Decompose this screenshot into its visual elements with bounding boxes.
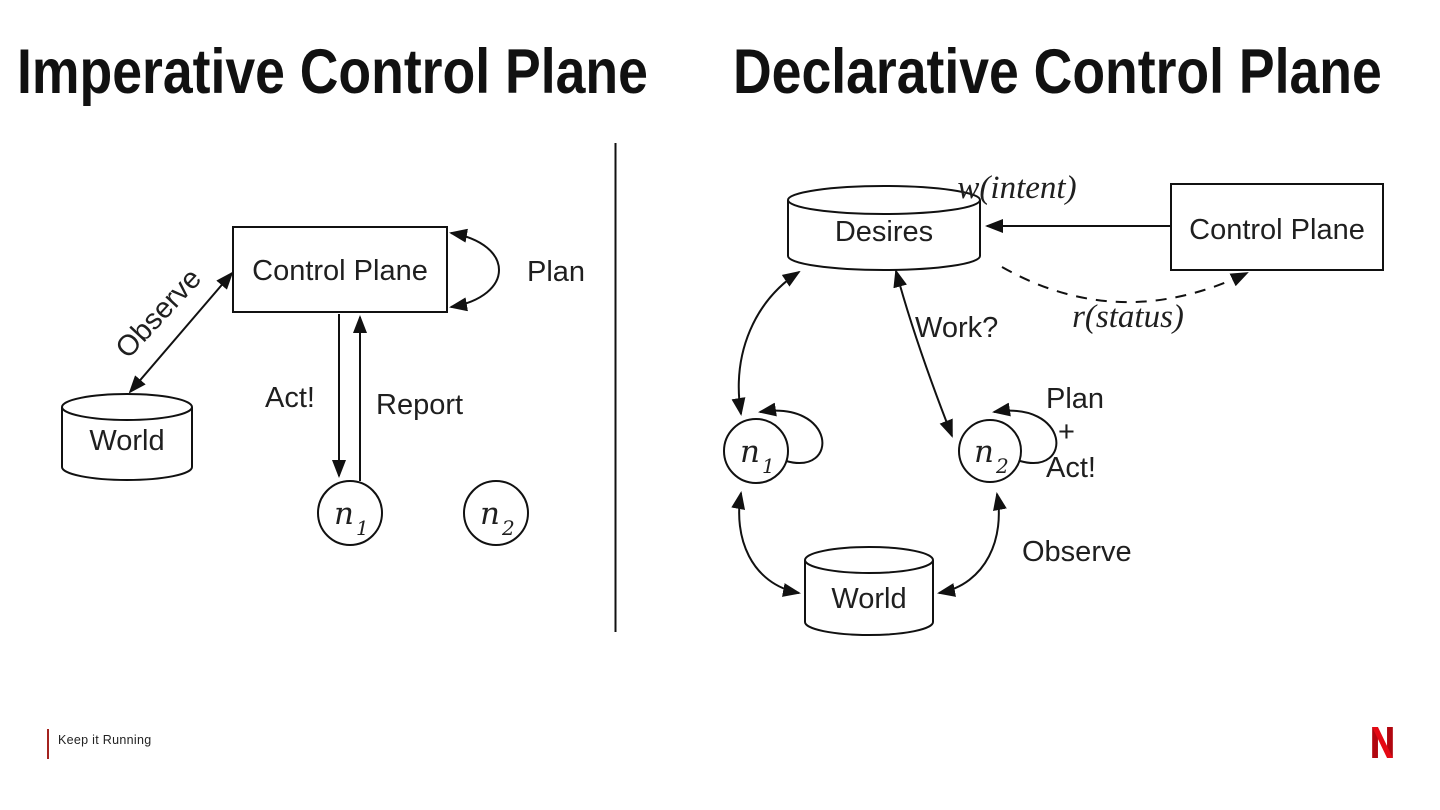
footer-tagline: Keep it Running	[58, 733, 152, 747]
loop-act-label: Act!	[1046, 452, 1096, 484]
node-n2-subscript: 2	[501, 516, 515, 540]
world-cylinder: World	[61, 393, 193, 481]
node-n2-label: n	[480, 496, 500, 532]
right-panel-title: Declarative Control Plane	[733, 37, 1382, 107]
node-n1-label: n	[334, 496, 354, 532]
control-plane-label-right: Control Plane	[1189, 214, 1365, 246]
plan-edge-label: Plan	[527, 256, 585, 288]
world-n1-bidirectional-arrow	[731, 491, 801, 597]
node-n2-right-label: n	[974, 434, 994, 470]
act-edge-label: Act!	[265, 382, 315, 414]
n2-self-loop-arrow	[992, 402, 1058, 464]
declarative-diagram: Work? Observe Desires Control Plane w(in…	[723, 170, 1384, 636]
desires-label: Desires	[835, 216, 933, 248]
desires-cylinder: Desires	[787, 185, 981, 271]
observe-edge-label: Observe	[110, 263, 208, 365]
desires-n1-bidirectional-arrow	[731, 270, 801, 416]
netflix-n-logo-icon	[1372, 727, 1393, 758]
report-edge-label: Report	[376, 389, 463, 421]
n1-self-loop-arrow	[758, 402, 824, 464]
control-plane-label: Control Plane	[252, 255, 428, 287]
node-n2-right-subscript: 2	[995, 454, 1009, 478]
node-n1-right-label: n	[740, 434, 760, 470]
observe-bidirectional-arrow	[128, 271, 234, 394]
world-label-right: World	[831, 583, 906, 615]
read-status-dashed-arrow	[1001, 266, 1249, 304]
control-plane-box	[232, 226, 448, 313]
footer-accent-bar	[47, 729, 49, 759]
world-n2-bidirectional-arrow	[937, 492, 1007, 597]
node-n2: n 2	[463, 480, 529, 546]
left-panel-title: Imperative Control Plane	[17, 37, 648, 107]
world-cylinder-right: World	[804, 546, 934, 636]
node-n2-right: n 2	[958, 402, 1058, 483]
world-label: World	[89, 425, 164, 457]
desires-n2-work-arrow	[893, 269, 953, 438]
node-n1-subscript: 1	[356, 516, 369, 540]
node-n1-right-subscript: 1	[762, 454, 775, 478]
write-intent-label: w(intent)	[957, 170, 1076, 206]
imperative-diagram: Observe Control Plane Plan Act! Report W…	[61, 226, 585, 546]
work-edge-label: Work?	[915, 312, 998, 344]
loop-plus-label: +	[1058, 416, 1075, 448]
node-n1: n 1	[317, 480, 383, 546]
loop-plan-label: Plan	[1046, 383, 1104, 415]
read-status-label: r(status)	[1072, 299, 1184, 335]
observe-edge-label-right: Observe	[1022, 536, 1132, 568]
control-plane-box-right	[1170, 183, 1384, 271]
plan-self-loop-arrow	[449, 228, 500, 312]
node-n1-right: n 1	[723, 402, 824, 484]
